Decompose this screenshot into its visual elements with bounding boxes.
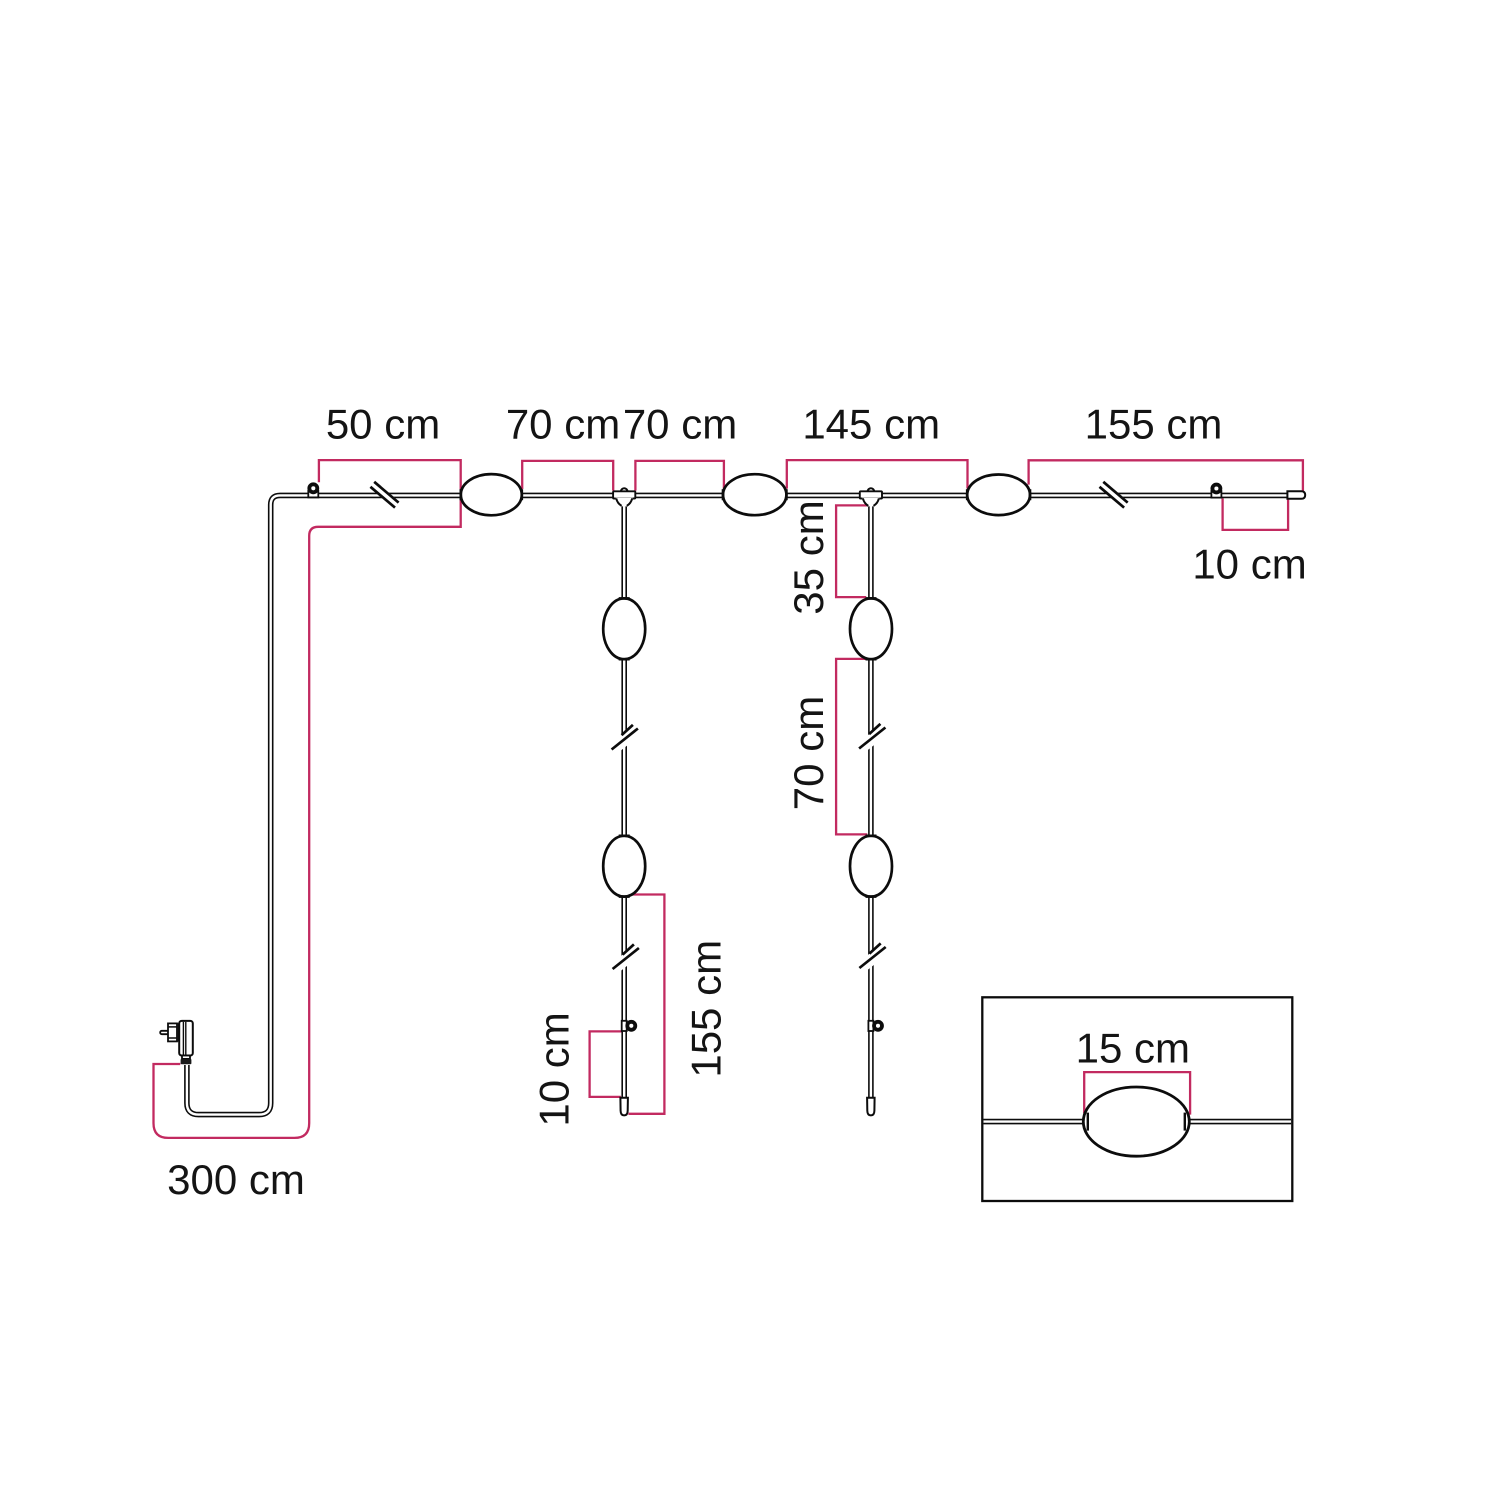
svg-text:10 cm: 10 cm [530, 1012, 577, 1126]
svg-text:70 cm: 70 cm [623, 400, 737, 447]
svg-text:70 cm: 70 cm [506, 400, 620, 447]
svg-text:15 cm: 15 cm [1076, 1024, 1190, 1071]
svg-text:70 cm: 70 cm [785, 696, 832, 810]
svg-text:145 cm: 145 cm [802, 400, 940, 447]
svg-text:10 cm: 10 cm [1192, 540, 1306, 587]
svg-text:300 cm: 300 cm [167, 1156, 305, 1203]
svg-text:155 cm: 155 cm [683, 940, 730, 1078]
svg-text:50 cm: 50 cm [326, 400, 440, 447]
svg-text:35 cm: 35 cm [785, 500, 832, 614]
svg-text:155 cm: 155 cm [1085, 400, 1223, 447]
